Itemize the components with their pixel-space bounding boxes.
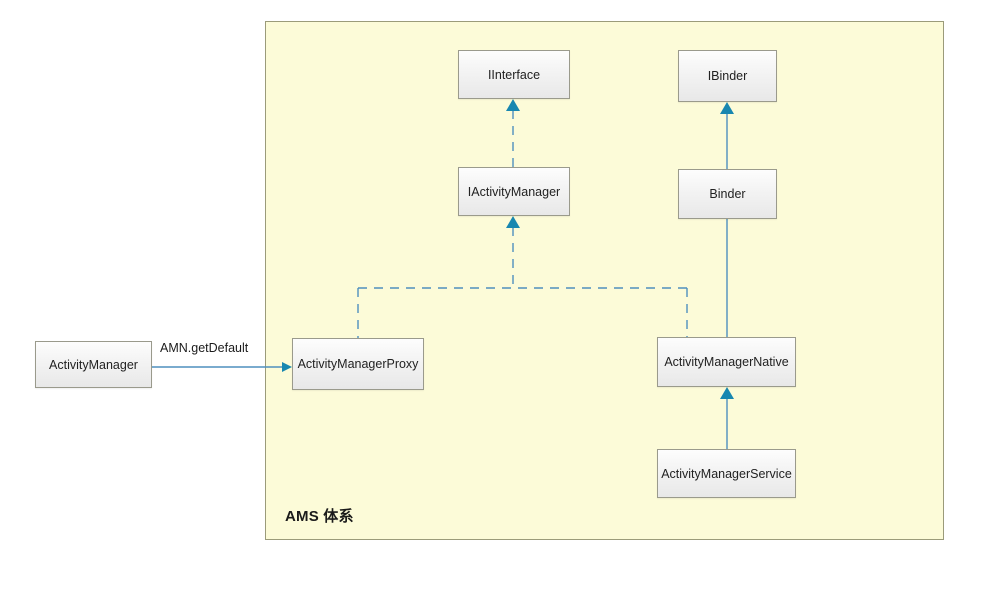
node-binder[interactable]: Binder — [678, 169, 777, 219]
node-activity-manager-service[interactable]: ActivityManagerService — [657, 449, 796, 498]
node-iinterface[interactable]: IInterface — [458, 50, 570, 99]
node-ibinder[interactable]: IBinder — [678, 50, 777, 102]
edge-label-amn-getdefault: AMN.getDefault — [160, 341, 249, 355]
node-activity-manager-proxy[interactable]: ActivityManagerProxy — [292, 338, 424, 390]
ams-group-container — [265, 21, 944, 540]
ams-group-label: AMS 体系 — [285, 508, 354, 525]
node-iactivity-manager[interactable]: IActivityManager — [458, 167, 570, 216]
node-activity-manager-native[interactable]: ActivityManagerNative — [657, 337, 796, 387]
node-activity-manager[interactable]: ActivityManager — [35, 341, 152, 388]
